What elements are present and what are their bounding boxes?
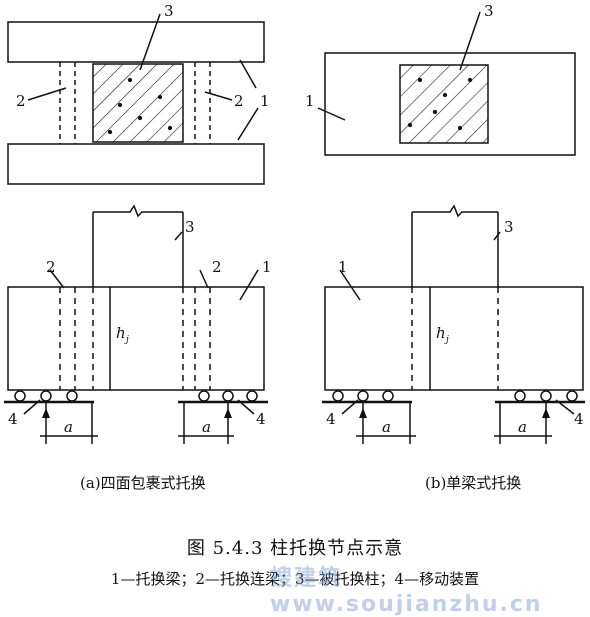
label-1-plan-b: 1 bbox=[305, 92, 315, 110]
label-4-elev-a-left: 4 bbox=[8, 410, 18, 428]
label-3-elev-a: 3 bbox=[185, 218, 195, 236]
figure-title: 图 5.4.3 柱托换节点示意 bbox=[186, 538, 404, 559]
figure-legend: 1—托换梁；2—托换连梁；3—被托换柱；4—移动装置 bbox=[110, 570, 480, 588]
label-3-elev-b: 3 bbox=[504, 218, 514, 236]
subcaption-b: (b)单梁式托换 bbox=[425, 474, 522, 492]
beam-elev-b bbox=[324, 286, 584, 391]
elevation-b bbox=[322, 204, 585, 444]
beam-elev-a bbox=[7, 286, 265, 391]
label-4-elev-a-right: 4 bbox=[256, 410, 266, 428]
dim-h-sub-b: j bbox=[444, 335, 449, 345]
label-1-elev-b: 1 bbox=[338, 258, 348, 276]
label-2-plan-a-left: 2 bbox=[16, 92, 26, 110]
label-1-elev-a: 1 bbox=[262, 258, 272, 276]
dim-a-left: a bbox=[64, 418, 73, 436]
label-3-plan-a: 3 bbox=[164, 2, 174, 20]
rollers-b bbox=[332, 390, 578, 402]
subcaption-a: (a)四面包裹式托换 bbox=[80, 474, 206, 492]
plan-view-b bbox=[317, 11, 576, 156]
label-3-plan-b: 3 bbox=[484, 2, 494, 20]
plan-view-a bbox=[7, 13, 265, 185]
dim-h-a: h bbox=[116, 324, 126, 342]
label-2-elev-a-left: 2 bbox=[46, 258, 56, 276]
label-1-plan-a: 1 bbox=[260, 92, 270, 110]
bottom-beam-a bbox=[7, 143, 265, 185]
column-section-a bbox=[92, 63, 184, 143]
label-2-plan-a-right: 2 bbox=[234, 92, 244, 110]
dim-h-sub-a: j bbox=[124, 335, 129, 345]
dim-h-b: h bbox=[436, 324, 446, 342]
dim-a-right: a bbox=[202, 418, 211, 436]
dim-a-b-right: a bbox=[518, 418, 527, 436]
top-beam-a bbox=[7, 21, 265, 63]
diagram-canvas: 3 2 2 1 3 1 bbox=[4, 2, 585, 444]
elevation-a bbox=[4, 204, 268, 444]
rollers-a bbox=[14, 390, 258, 402]
column-section-b bbox=[399, 64, 489, 144]
label-4-elev-b-left: 4 bbox=[326, 410, 336, 428]
dim-a-b-left: a bbox=[382, 418, 391, 436]
label-4-elev-b-right: 4 bbox=[574, 410, 584, 428]
label-2-elev-a-right: 2 bbox=[212, 258, 222, 276]
beam-b bbox=[324, 52, 576, 156]
